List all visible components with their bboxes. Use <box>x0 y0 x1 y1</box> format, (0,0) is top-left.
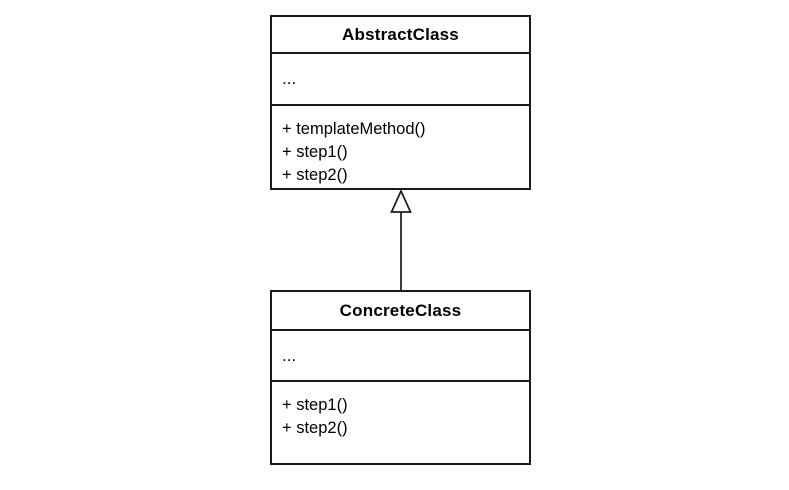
class-attributes-section: ... <box>272 54 529 106</box>
method-item: + step2() <box>282 419 348 437</box>
attribute-item: ... <box>282 69 297 88</box>
method-item: + step1() <box>282 396 348 414</box>
class-name-concrete-class: ConcreteClass <box>272 292 529 331</box>
class-box-concrete-class: ConcreteClass ... + step1() + step2() <box>270 290 531 465</box>
class-methods-section: + step1() + step2() <box>272 382 529 440</box>
class-methods-section: + templateMethod() + step1() + step2() <box>272 106 529 187</box>
class-box-abstract-class: AbstractClass ... + templateMethod() + s… <box>270 15 531 190</box>
hollow-triangle-arrowhead-icon <box>390 190 412 213</box>
method-item: + templateMethod() <box>282 120 426 138</box>
method-item: + step1() <box>282 143 348 161</box>
generalization-arrow <box>390 190 412 290</box>
class-name-abstract-class: AbstractClass <box>272 17 529 54</box>
method-item: + step2() <box>282 166 348 184</box>
class-attributes-section: ... <box>272 331 529 382</box>
attribute-item: ... <box>282 345 297 365</box>
